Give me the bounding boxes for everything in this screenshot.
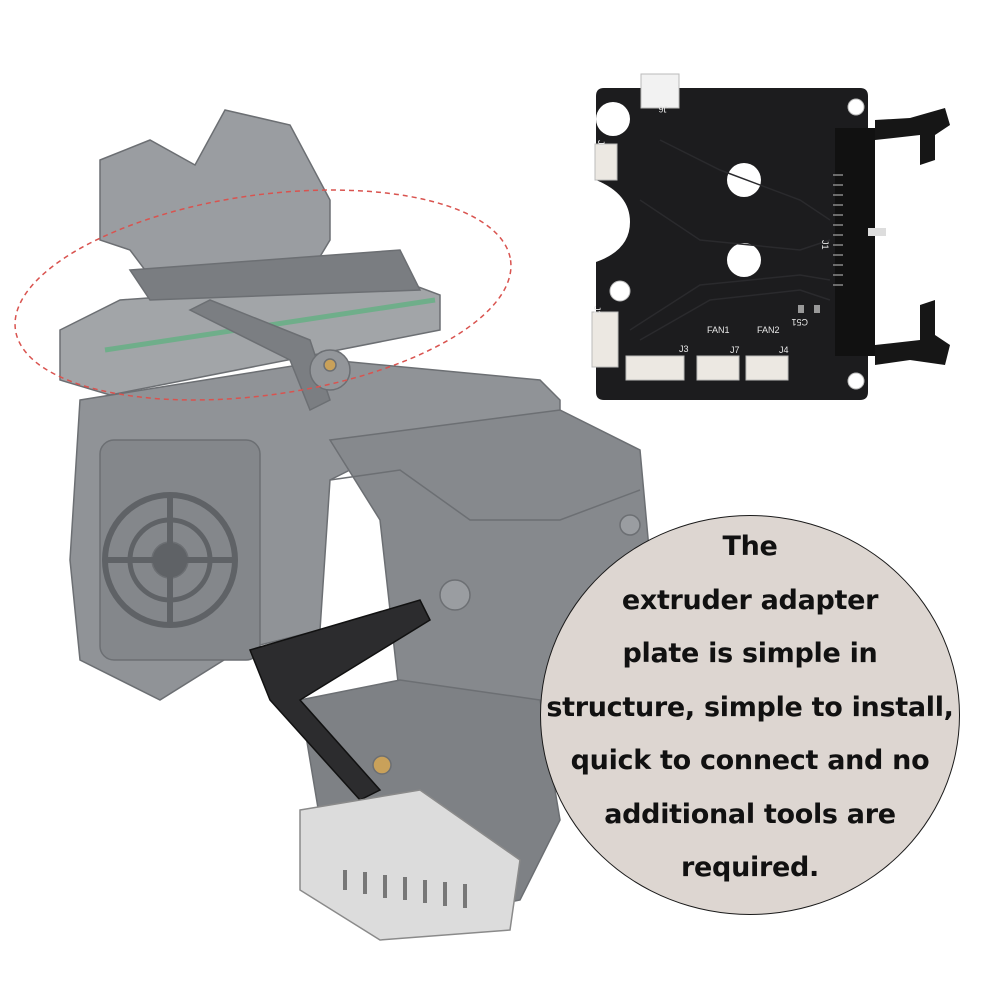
label-fan1: FAN1 xyxy=(707,325,730,335)
label-fan2: FAN2 xyxy=(757,325,780,335)
callout-bubble xyxy=(540,515,960,915)
label-c51: C51 xyxy=(791,317,808,327)
latch-bottom xyxy=(875,300,950,365)
callout-line: quick to connect and no xyxy=(570,745,930,776)
callout-line: The xyxy=(722,531,778,562)
label-j6: J6 xyxy=(658,104,668,114)
connector-j1 xyxy=(835,128,875,356)
label-j4: J4 xyxy=(779,345,789,355)
label-j7: J7 xyxy=(730,345,740,355)
highlight-ellipse xyxy=(14,189,512,401)
callout-text: The extruder adapter plate is simple in … xyxy=(520,515,980,915)
top-clip xyxy=(99,109,331,291)
label-j2: J2 xyxy=(592,306,602,316)
connector-j4 xyxy=(745,355,789,381)
pcb-board xyxy=(591,73,950,400)
callout-line: plate is simple in xyxy=(622,638,878,669)
connector-j7 xyxy=(696,355,740,381)
latch-top xyxy=(875,108,950,165)
connector-j6 xyxy=(640,73,680,109)
connector-j5 xyxy=(594,143,618,181)
callout-line: additional tools are xyxy=(604,798,896,830)
connector-j2 xyxy=(591,311,619,368)
label-j1: J1 xyxy=(820,240,830,250)
callout-line: required. xyxy=(681,852,819,883)
label-j5: J5 xyxy=(596,140,606,150)
label-j3: J3 xyxy=(679,344,689,354)
connector-j3 xyxy=(625,355,685,381)
callout-line: structure, simple to install, xyxy=(546,691,954,723)
callout-line: extruder adapter xyxy=(621,584,879,616)
